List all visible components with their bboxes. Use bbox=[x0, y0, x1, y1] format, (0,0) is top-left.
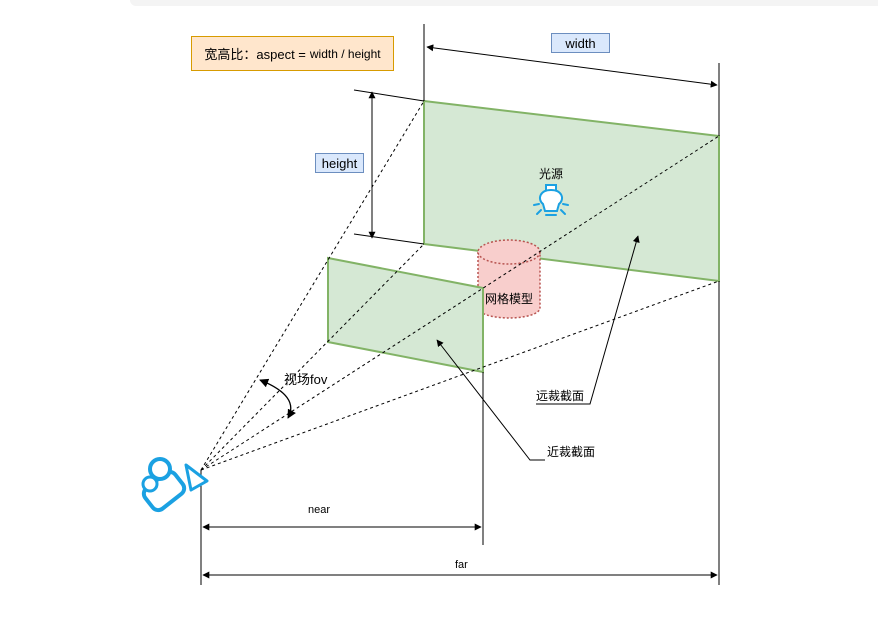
far-clipping-plane[interactable] bbox=[423, 99, 720, 283]
mesh-model-label: 网格模型 bbox=[485, 291, 533, 306]
height-dimension bbox=[353, 89, 425, 245]
callout-pointers bbox=[436, 235, 640, 461]
far-distance-label: far bbox=[455, 559, 468, 571]
aspect-prefix: 宽高比：aspect = bbox=[204, 47, 306, 62]
width-dimension bbox=[423, 24, 720, 136]
height-label[interactable]: height bbox=[315, 153, 364, 173]
lightbulb-icon[interactable] bbox=[533, 184, 569, 216]
width-label[interactable]: width bbox=[551, 33, 610, 53]
video-camera-icon[interactable] bbox=[141, 457, 209, 513]
distance-dimensions bbox=[200, 281, 720, 585]
aspect-ratio-formula[interactable]: 宽高比：aspect = width / height bbox=[191, 36, 394, 71]
fov-arc bbox=[259, 378, 296, 419]
top-toolbar-strip bbox=[130, 0, 878, 6]
mesh-model-cylinder[interactable] bbox=[477, 239, 541, 319]
near-plane-label: 近裁截面 bbox=[547, 445, 596, 459]
light-source-label: 光源 bbox=[539, 167, 563, 181]
aspect-formula: width / height bbox=[309, 46, 381, 61]
near-distance-label: near bbox=[308, 504, 331, 516]
near-clipping-plane[interactable] bbox=[327, 256, 484, 374]
far-plane-label: 远裁截面 bbox=[536, 389, 585, 403]
fov-label: 视场fov bbox=[284, 372, 328, 387]
